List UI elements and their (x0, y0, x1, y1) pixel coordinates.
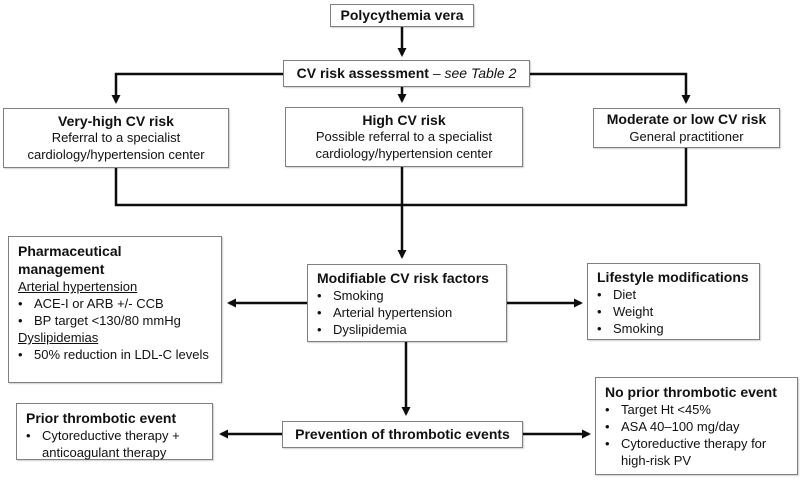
node-pharmaceutical-management: Pharmaceutical management Arterial hyper… (8, 236, 222, 383)
node-no-prior-thrombotic-event: No prior thrombotic event • Target Ht <4… (595, 377, 798, 475)
node-cv-risk-assessment: CV risk assessment – see Table 2 (283, 60, 530, 87)
list-item: • Arterial hypertension (317, 305, 453, 321)
node-moderate-low-cv-risk: Moderate or low CV risk General practiti… (593, 108, 780, 148)
arrow-assessment-to-very-high (111, 72, 283, 104)
node-line: Referral to a specialist (51, 130, 181, 146)
list-item: • 50% reduction in LDL-C levels (18, 346, 209, 362)
section-heading: Arterial hypertension (18, 279, 138, 295)
node-lifestyle-modifications: Lifestyle modifications • Diet • Weight … (587, 263, 760, 340)
node-title: Modifiable CV risk factors (317, 270, 489, 286)
node-title: Lifestyle modifications (597, 269, 749, 285)
section-heading: Dyslipidemias (18, 330, 99, 346)
node-title: CV risk assessment – see Table 2 (296, 65, 517, 82)
node-line: cardiology/hypertension center (315, 146, 493, 162)
bullet-icon: • (18, 346, 23, 362)
bullet-icon: • (597, 320, 602, 336)
list-item: • ASA 40–100 mg/day (605, 419, 740, 435)
bullet-icon: • (597, 287, 602, 303)
bullet-icon: • (605, 402, 610, 418)
node-title: High CV risk (362, 112, 446, 129)
list-item: • Cytoreductive therapy + anticoagulant … (26, 428, 180, 461)
node-title: Very-high CV risk (58, 113, 174, 130)
bullet-icon: • (26, 428, 31, 444)
list-item: • Dyslipidemia (317, 321, 407, 337)
node-title: Pharmaceutical management (18, 243, 122, 278)
node-title: Prevention of thrombotic events (295, 426, 510, 443)
list-item: • ACE-I or ARB +/- CCB (18, 296, 164, 312)
list-item: • BP target <130/80 mmHg (18, 313, 181, 329)
bullet-icon: • (18, 296, 23, 312)
node-line: Possible referral to a specialist (315, 129, 493, 145)
list-item: • Cytoreductive therapy for high-risk PV (605, 435, 767, 468)
list-item: • Diet (597, 287, 637, 303)
bullet-icon: • (317, 321, 322, 337)
node-modifiable-cv-risk-factors: Modifiable CV risk factors • Smoking • A… (307, 264, 507, 342)
bullet-icon: • (597, 304, 602, 320)
node-prevention-thrombotic-events: Prevention of thrombotic events (282, 421, 523, 448)
bullet-icon: • (18, 313, 23, 329)
node-line: General practitioner (629, 128, 744, 144)
node-title: Moderate or low CV risk (606, 111, 767, 128)
node-title: Prior thrombotic event (26, 410, 177, 426)
node-title: Polycythemia vera (340, 7, 464, 24)
arrow-assessment-to-moderate (530, 72, 691, 104)
node-prior-thrombotic-event: Prior thrombotic event • Cytoreductive t… (16, 403, 213, 460)
list-item: • Smoking (317, 288, 384, 304)
node-very-high-cv-risk: Very-high CV risk Referral to a speciali… (3, 108, 229, 168)
node-line: cardiology/hypertension center (27, 147, 205, 163)
bullet-icon: • (605, 435, 610, 451)
bullet-icon: • (317, 305, 322, 321)
bullet-icon: • (605, 419, 610, 435)
node-high-cv-risk: High CV risk Possible referral to a spec… (285, 107, 523, 167)
list-item: • Weight (597, 304, 654, 320)
node-title: No prior thrombotic event (605, 384, 777, 400)
list-item: • Smoking (597, 320, 664, 336)
node-polycythemia-vera: Polycythemia vera (330, 4, 474, 27)
bullet-icon: • (317, 288, 322, 304)
list-item: • Target Ht <45% (605, 402, 711, 418)
